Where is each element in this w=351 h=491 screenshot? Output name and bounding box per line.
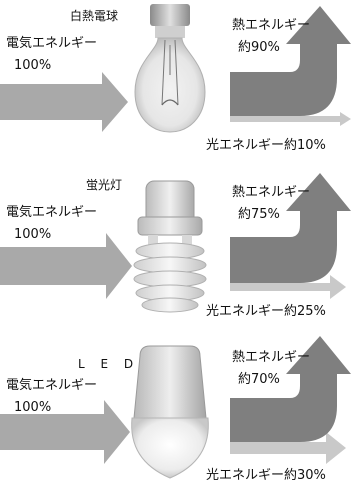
light-energy-label: 光エネルギー約25% (206, 304, 326, 319)
fluorescent-diagram (0, 173, 351, 313)
light-energy-arrow (230, 432, 346, 464)
heat-energy-arrow (230, 336, 351, 442)
input-energy-value: 100% (14, 58, 52, 73)
bulb-name-label: 白熱電球 (70, 9, 119, 23)
input-energy-arrow (0, 72, 128, 132)
input-energy-label: 電気エネルギー (6, 378, 98, 393)
incandescent-bulb-icon (134, 4, 206, 133)
input-energy-arrow (0, 400, 130, 464)
panel-led: L E D 電気エネルギー 100% 熱エネルギー 約70% 光エネルギー約30… (0, 328, 351, 491)
input-energy-label: 電気エネルギー (6, 205, 98, 220)
panel-incandescent: 白熱電球 電気エネルギー 100% 熱エネルギー 約90% 光エネルギー約10% (0, 0, 351, 163)
heat-energy-label: 熱エネルギー (232, 185, 311, 200)
panel-fluorescent: 蛍光灯 電気エネルギー 100% 熱エネルギー 約75% 光エネルギー約25% (0, 165, 351, 328)
light-energy-label: 光エネルギー約10% (206, 138, 326, 153)
light-energy-label: 光エネルギー約30% (206, 468, 326, 483)
led-bulb-icon (131, 345, 209, 479)
heat-energy-label: 熱エネルギー (232, 350, 311, 365)
led-diagram (0, 336, 351, 479)
bulb-name-label: 蛍光灯 (86, 178, 123, 192)
input-energy-arrow (0, 233, 132, 299)
fluorescent-bulb-icon (133, 180, 207, 313)
bulb-name-label: L E D (78, 357, 140, 371)
heat-energy-arrow (230, 173, 351, 283)
input-energy-label: 電気エネルギー (6, 36, 98, 51)
input-energy-value: 100% (14, 400, 52, 415)
light-energy-arrow (230, 275, 346, 299)
input-energy-value: 100% (14, 227, 52, 242)
heat-energy-label: 熱エネルギー (232, 18, 311, 33)
heat-energy-value: 約70% (238, 372, 280, 387)
heat-energy-arrow (230, 6, 351, 116)
heat-energy-value: 約90% (238, 40, 280, 55)
incandescent-diagram (0, 4, 351, 133)
heat-energy-value: 約75% (238, 207, 280, 222)
light-energy-arrow (230, 112, 351, 126)
